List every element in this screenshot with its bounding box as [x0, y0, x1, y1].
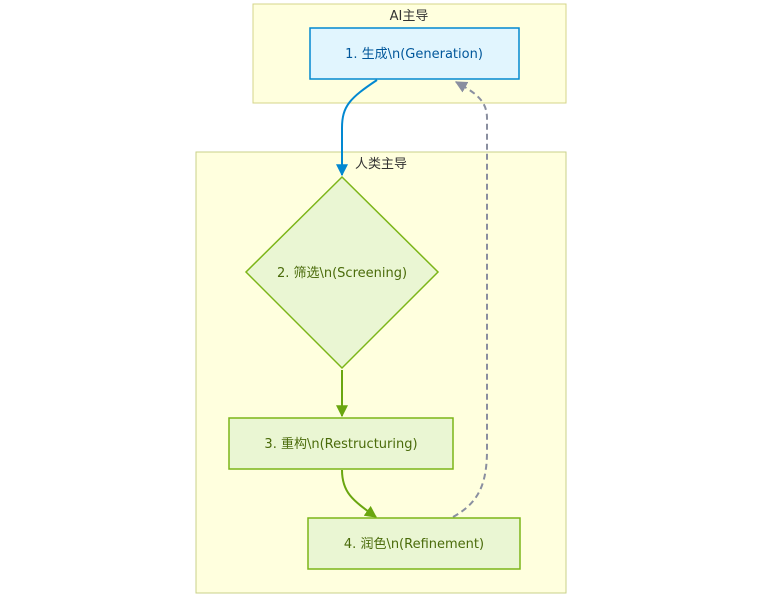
node-screening[interactable]: 2. 筛选\n(Screening): [244, 175, 440, 370]
cluster-human-led-label: 人类主导: [355, 157, 407, 172]
edge-generation-to-screening: [336, 79, 378, 177]
node-restructuring[interactable]: 3. 重构\n(Restructuring): [228, 417, 454, 470]
node-restructuring-box[interactable]: [228, 417, 454, 470]
node-screening-label: 2. 筛选\n(Screening): [277, 266, 407, 281]
node-restructuring-label: 3. 重构\n(Restructuring): [264, 436, 417, 452]
node-refinement[interactable]: 4. 润色\n(Refinement): [307, 517, 521, 570]
node-generation-label: 1. 生成\n(Generation): [345, 47, 483, 62]
edge-restructuring-to-refinement: [341, 469, 377, 518]
node-generation[interactable]: 1. 生成\n(Generation): [309, 27, 520, 80]
node-refinement-label: 4. 润色\n(Refinement): [344, 536, 484, 552]
cluster-ai-led-label: AI主导: [390, 9, 429, 24]
edge-refinement-to-generation: [452, 81, 488, 518]
node-screening-diamond[interactable]: [244, 175, 440, 370]
node-refinement-box[interactable]: [307, 517, 521, 570]
node-generation-box[interactable]: [309, 27, 520, 80]
